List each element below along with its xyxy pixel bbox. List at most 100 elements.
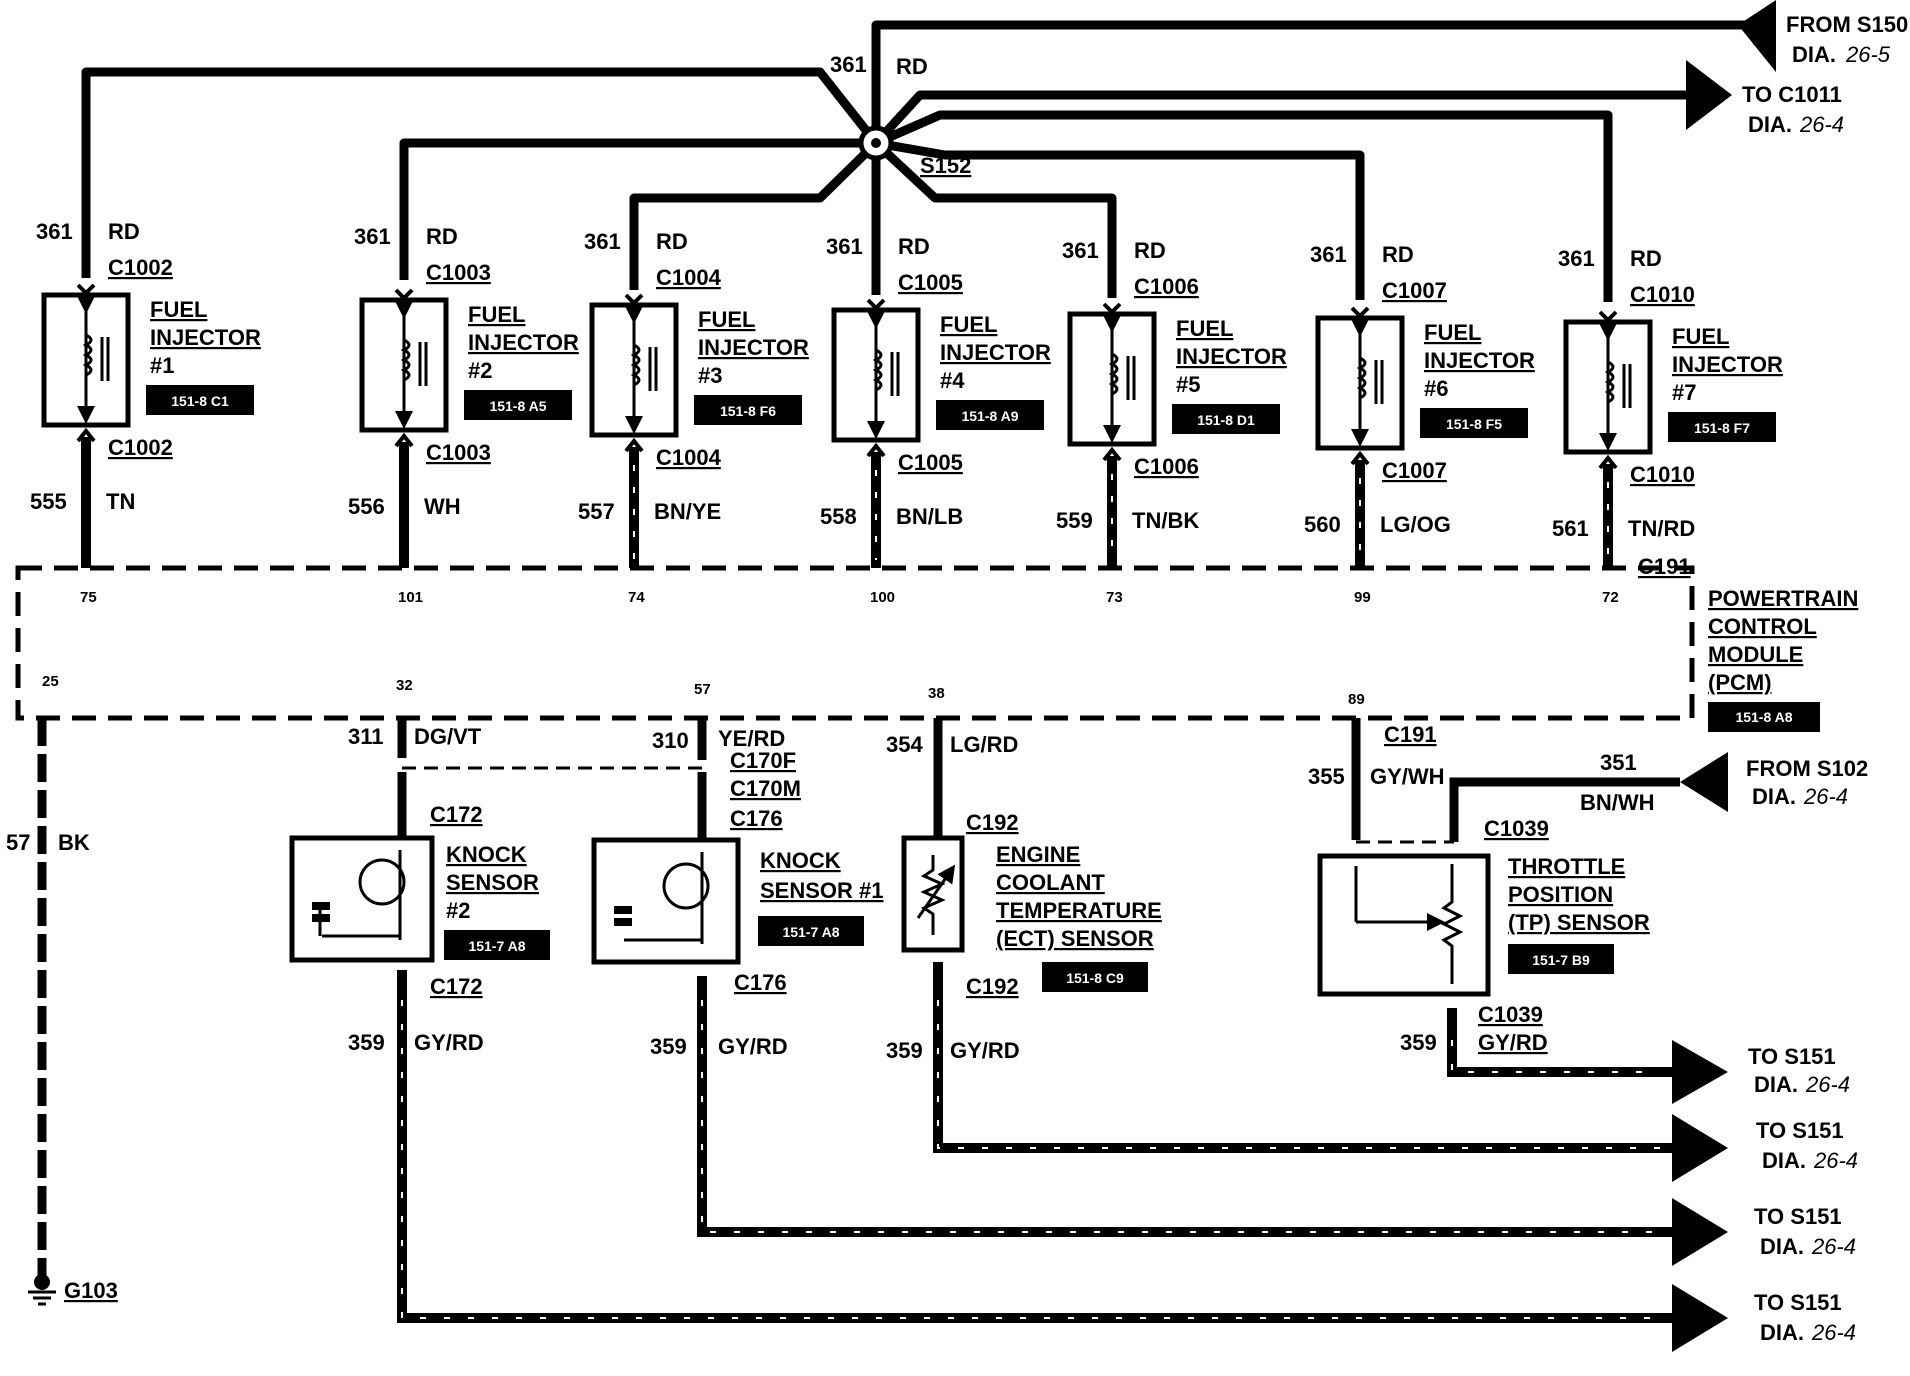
injector-connector: C1010	[1630, 282, 1695, 307]
z-dia: DIA.	[1754, 1072, 1798, 1097]
connector-y-letter: Y	[1705, 773, 1719, 795]
tp-sensor-connector: C1039	[1484, 816, 1549, 841]
injector-line3: #7	[1672, 380, 1696, 405]
injector-circuit: 556	[348, 494, 385, 519]
cc-dia: DIA.	[1760, 1320, 1804, 1345]
pcm-box: C191 POWERTRAIN CONTROL MODULE (PCM) 151…	[15, 554, 1858, 732]
ect-line2: COOLANT	[996, 870, 1105, 895]
injector-top-circuit: 361	[1310, 242, 1347, 267]
connector-bb: BB TO S151 DIA. 26-4	[1672, 1198, 1856, 1266]
injector-top-circuit: 361	[1558, 246, 1595, 271]
j-dia-num: 26-5	[1845, 42, 1891, 67]
connector-z: Z TO S151 DIA. 26-4	[1672, 1040, 1850, 1104]
injector-color: TN	[106, 489, 135, 514]
knock-sensor-1: 57 310 YE/RD C170F C170M C176 KNOCK SENS…	[591, 681, 884, 1059]
injector-bottom-connector: C1007	[1382, 458, 1447, 483]
ect-circuit: 354	[886, 732, 923, 757]
injector-connector: C1007	[1382, 278, 1447, 303]
injector-bottom-connector: C1005	[898, 450, 963, 475]
ect-ref: 151-8 C9	[1066, 970, 1124, 986]
knock1-pin: 57	[694, 681, 711, 698]
bb-dia-num: 26-4	[1811, 1234, 1856, 1259]
ect-color: LG/RD	[950, 732, 1018, 757]
tp-in-circuit: 351	[1600, 750, 1637, 775]
j-dia: DIA.	[1792, 42, 1836, 67]
injector-ref: 151-8 D1	[1197, 412, 1255, 428]
knock1-line1: KNOCK	[760, 848, 841, 873]
injector-line3: #2	[468, 358, 492, 383]
injector-bottom-connector: C1010	[1630, 462, 1695, 487]
z-line1: TO S151	[1748, 1044, 1836, 1069]
injector-line2: INJECTOR	[468, 330, 579, 355]
connector-aa-letter: AA	[1684, 1139, 1713, 1161]
injector-line2: INJECTOR	[150, 325, 261, 350]
injector-line2: INJECTOR	[1424, 348, 1535, 373]
injector-color: BN/YE	[654, 499, 721, 524]
injector-line1: FUEL	[698, 307, 755, 332]
knock1-color: YE/RD	[718, 726, 785, 751]
injector-color: BN/LB	[896, 504, 963, 529]
j-line1: FROM S150	[1786, 12, 1908, 37]
ground-pin: 25	[42, 673, 59, 690]
injector-top-circuit: 361	[1062, 238, 1099, 263]
knock2-circuit: 311	[348, 724, 384, 749]
connector-x: X TO C1011 DIA. 26-4	[1686, 60, 1844, 137]
injector-circuit: 558	[820, 504, 857, 529]
injector-line1: FUEL	[150, 297, 207, 322]
knock1-out-circuit: 359	[650, 1034, 687, 1059]
injector-line3: #1	[150, 353, 174, 378]
injector-bottom-connector: C1002	[108, 435, 173, 460]
aa-dia: DIA.	[1762, 1148, 1806, 1173]
knock2-pin: 32	[396, 677, 413, 694]
injector-line2: INJECTOR	[1176, 344, 1287, 369]
connector-cc: CC TO S151 DIA. 26-4	[1672, 1284, 1856, 1352]
knock1-circuit: 310	[652, 728, 689, 753]
pcm-line1: POWERTRAIN	[1708, 586, 1858, 611]
injector-circuit: 561	[1552, 516, 1589, 541]
injector-connector: C1005	[898, 270, 963, 295]
injector-connector: C1003	[426, 260, 491, 285]
injector-line1: FUEL	[1672, 324, 1729, 349]
tp-pin: 89	[1348, 691, 1365, 708]
injector-pcm-pin: 74	[628, 589, 645, 606]
cc-dia-num: 26-4	[1811, 1320, 1856, 1345]
knock2-bottom-connector: C172	[430, 974, 483, 999]
output-wire-stripes	[401, 1000, 1660, 1319]
tp-out-connector: C1039	[1478, 1002, 1543, 1027]
injector-pcm-pin: 75	[80, 589, 97, 606]
injector-bottom-connector: C1004	[656, 445, 722, 470]
knock1-ref: 151-7 A8	[782, 924, 839, 940]
injector-bottom-connector: C1003	[426, 440, 491, 465]
injector-connector: C1004	[656, 265, 722, 290]
tp-line3: (TP) SENSOR	[1508, 910, 1650, 935]
injector-line3: #5	[1176, 372, 1200, 397]
knock-sensor-2: 32 311 DG/VT C172 KNOCK SENSOR #2 151-7 …	[289, 677, 702, 1055]
ect-pin: 38	[928, 685, 945, 702]
injector-circuit: 560	[1304, 512, 1341, 537]
ground-circuit: 25 57 BK G103	[6, 673, 118, 1306]
injector-line3: #4	[940, 368, 965, 393]
tp-in-color: BN/WH	[1580, 790, 1655, 815]
tp-line2: POSITION	[1508, 882, 1613, 907]
injector-pcm-pin: 99	[1354, 589, 1371, 606]
injector-circuit: 557	[578, 499, 615, 524]
tp-circuit: 355	[1308, 764, 1345, 789]
ect-connector: C192	[966, 810, 1019, 835]
injector-top-color: RD	[1134, 238, 1166, 263]
splice-name: S152	[920, 153, 971, 178]
z-dia-num: 26-4	[1805, 1072, 1850, 1097]
injector-color: WH	[424, 494, 461, 519]
injector-line3: #3	[698, 363, 722, 388]
injector-top-color: RD	[1630, 246, 1662, 271]
tp-color: GY/WH	[1370, 764, 1445, 789]
injector-pcm-pin: 73	[1106, 589, 1123, 606]
knock1-c3: C176	[730, 806, 783, 831]
aa-line1: TO S151	[1756, 1118, 1844, 1143]
injector-circuit: 555	[30, 489, 67, 514]
injector-line1: FUEL	[468, 302, 525, 327]
injector-line1: FUEL	[940, 312, 997, 337]
